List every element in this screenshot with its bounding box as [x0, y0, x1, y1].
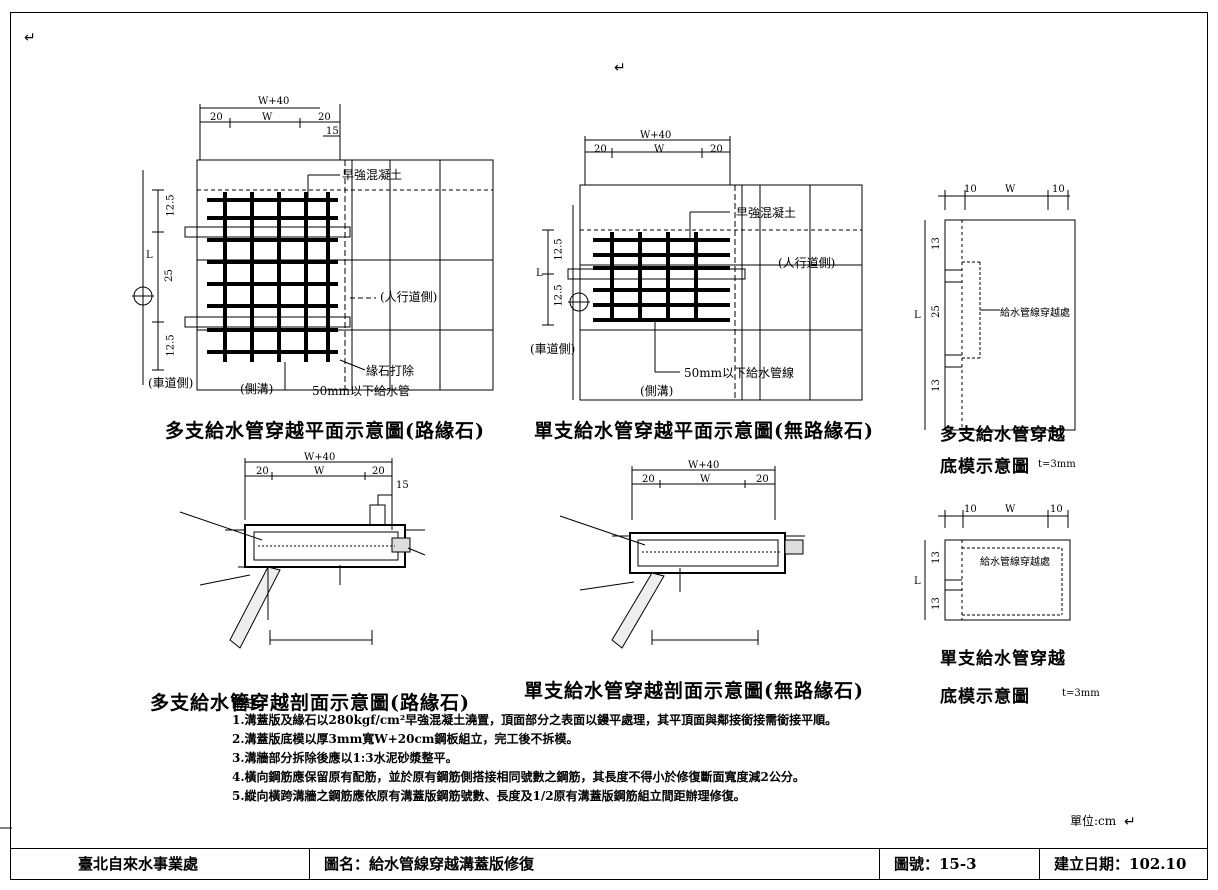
formwork-single-drawing [924, 510, 1071, 621]
dim-label: 20 [318, 112, 331, 123]
dim-label: 12.5 [165, 194, 177, 217]
drawing-frame [10, 12, 1208, 880]
gutter-label: (側溝) [240, 382, 274, 396]
dim-label: 20 [710, 144, 723, 155]
unit-label: 單位:cm [1070, 814, 1117, 828]
return-mark: ↵ [24, 30, 36, 46]
caption-formwork-multi-2: 底模示意圖 [940, 457, 1030, 477]
notes-title: 附註: [232, 696, 261, 710]
caption-formwork-multi-t: t=3mm [1038, 459, 1076, 470]
sheet-number-cell: 圖號：15-3 [880, 849, 1040, 879]
concrete-label: 早強混凝土 [342, 168, 403, 182]
dim-label: W [314, 466, 325, 477]
dim-label: 10 [1052, 184, 1065, 195]
dim-label: W [654, 144, 665, 155]
dim-label: 10 [964, 184, 977, 195]
dim-label: 20 [756, 474, 769, 485]
gutter-label: (側溝) [640, 384, 674, 398]
caption-plan-multi: 多支給水管穿越平面示意圖(路緣石) [165, 420, 485, 442]
note-item: 4.橫向鋼筋應保留原有配筋，並於原有鋼筋側搭接相同號數之鋼筋，其長度不得小於修復… [232, 770, 805, 784]
formwork-multi-drawing [924, 190, 1076, 431]
dim-label: W+40 [258, 96, 290, 107]
note-item: 5.縱向橫跨溝牆之鋼筋應依原有溝蓋版鋼筋號數、長度及1/2原有溝蓋版鋼筋組立間距… [232, 789, 746, 803]
section-single-drawing [559, 466, 805, 649]
caption-formwork-multi-1: 多支給水管穿越 [940, 425, 1066, 445]
dim-label: W [1005, 504, 1016, 515]
title-block: 臺北自來水事業處 圖名：給水管線穿越溝蓋版修復 圖號：15-3 建立日期：102… [10, 848, 1208, 880]
dim-label: 13 [930, 597, 942, 610]
concrete-label: 早強混凝土 [736, 206, 797, 220]
roadway-label: (車道側) [530, 342, 576, 356]
dim-label: 20 [372, 466, 385, 477]
dim-label: W [700, 474, 711, 485]
dim-label: 10 [1050, 504, 1063, 515]
caption-formwork-single-2: 底模示意圖 [940, 687, 1030, 707]
dim-label: 12.5 [553, 284, 565, 307]
caption-section-multi: 多支給水管穿越剖面示意圖(路緣石) [150, 692, 470, 714]
dim-label: 10 [964, 504, 977, 515]
dim-label: 20 [594, 144, 607, 155]
dim-label: W+40 [640, 130, 672, 141]
note-item: 1.溝蓋版及緣石以280kgf/cm²早強混凝土澆置，頂面部分之表面以鏝平處理，… [232, 713, 838, 727]
note-item: 3.溝牆部分拆除後應以1:3水泥砂漿整平。 [232, 751, 458, 765]
dim-label: L [536, 268, 543, 279]
dim-label: L [146, 250, 153, 261]
roadway-label: (車道側) [148, 376, 194, 390]
caption-formwork-single-1: 單支給水管穿越 [940, 649, 1066, 669]
dim-label: 20 [256, 466, 269, 477]
return-mark: ↵ [1124, 814, 1136, 830]
return-mark: ↵ [614, 60, 626, 76]
dim-label: L [914, 310, 921, 321]
notes-list: 1.溝蓋版及緣石以280kgf/cm²早強混凝土澆置，頂面部分之表面以鏝平處理，… [232, 711, 837, 806]
dim-label: W [262, 112, 273, 123]
caption-plan-single: 單支給水管穿越平面示意圖(無路緣石) [534, 420, 874, 442]
dim-label: W+40 [304, 452, 336, 463]
dim-label: 25 [163, 269, 175, 282]
sidewalk-label: (人行道側) [778, 256, 836, 270]
dim-label: 13 [930, 237, 942, 250]
dim-label: L [914, 576, 921, 587]
drawing-name-cell: 圖名：給水管線穿越溝蓋版修復 [310, 849, 880, 879]
sidewalk-label: (人行道側) [380, 290, 438, 304]
section-multi-drawing [179, 458, 426, 649]
opening-label: 給水管線穿越處 [980, 557, 1050, 568]
date-cell: 建立日期：102.10 [1054, 855, 1187, 873]
dim-label: 12.5 [553, 238, 565, 261]
dim-label: 13 [930, 551, 942, 564]
dim-label: W [1005, 184, 1016, 195]
org-cell: 臺北自來水事業處 [10, 849, 310, 879]
dim-label: 13 [930, 379, 942, 392]
caption-section-single: 單支給水管穿越剖面示意圖(無路緣石) [524, 680, 864, 702]
dim-label: W+40 [688, 460, 720, 471]
dim-label: 15 [326, 126, 339, 137]
plan-single-drawing [542, 136, 863, 401]
caption-formwork-single-t: t=3mm [1062, 688, 1100, 699]
dim-label: 20 [642, 474, 655, 485]
dim-label: 15 [396, 480, 409, 491]
dim-label: 25 [930, 305, 942, 318]
note-item: 2.溝蓋版底模以厚3mm寬W+20cm鋼板組立，完工後不拆模。 [232, 732, 579, 746]
curb-remove-label: 緣石打除 [366, 364, 415, 378]
dim-label: 12.5 [165, 334, 177, 357]
plan-multi-drawing [132, 104, 494, 391]
pipe-label: 50mm以下給水管線 [684, 366, 795, 380]
dim-label: 20 [210, 112, 223, 123]
pipe-label: 50mm以下給水管 [312, 384, 411, 398]
opening-label: 給水管線穿越處 [1000, 308, 1070, 319]
